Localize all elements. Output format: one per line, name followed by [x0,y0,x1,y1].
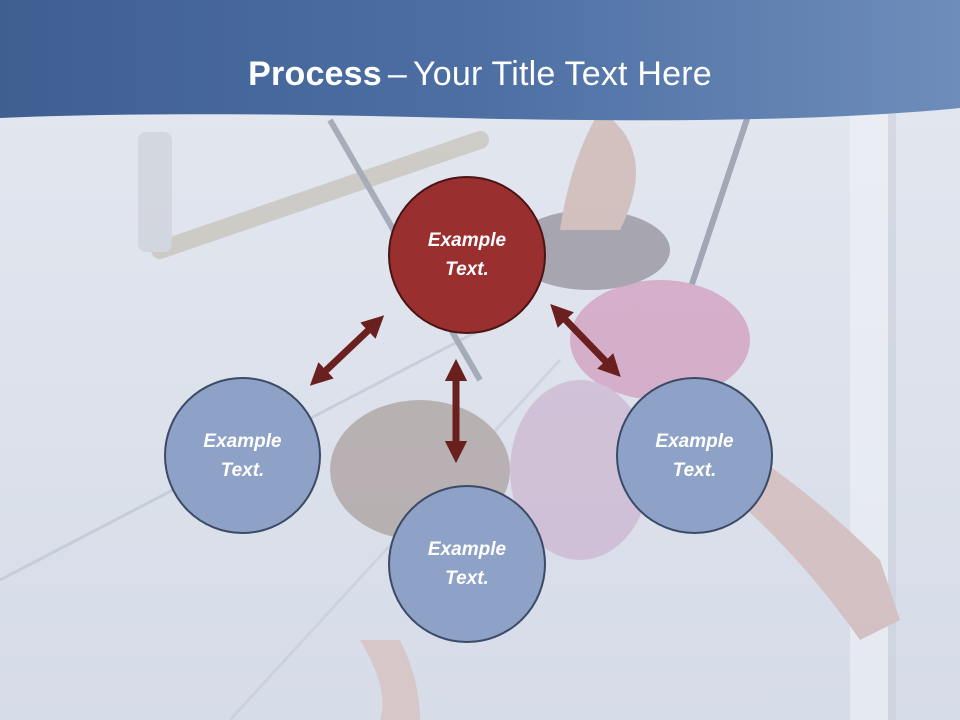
process-node-center: Example Text. [388,176,546,334]
title-dash: – [387,55,407,93]
node-right-label: Example Text. [655,430,734,481]
process-node-right: Example Text. [616,377,773,534]
node-bottom-label: Example Text. [427,539,507,589]
process-node-bottom: Example Text. [388,485,546,643]
slide-title: Process–Your Title Text Here [0,52,960,96]
process-node-left: Example Text. [164,377,321,534]
node-left-label: Example Text. [203,430,282,481]
title-bold: Process [248,55,382,93]
arrow-center-right [550,303,621,378]
node-center-label: Example Text. [427,230,507,280]
arrow-center-left [309,315,385,386]
title-rest: Your Title Text Here [413,55,712,93]
